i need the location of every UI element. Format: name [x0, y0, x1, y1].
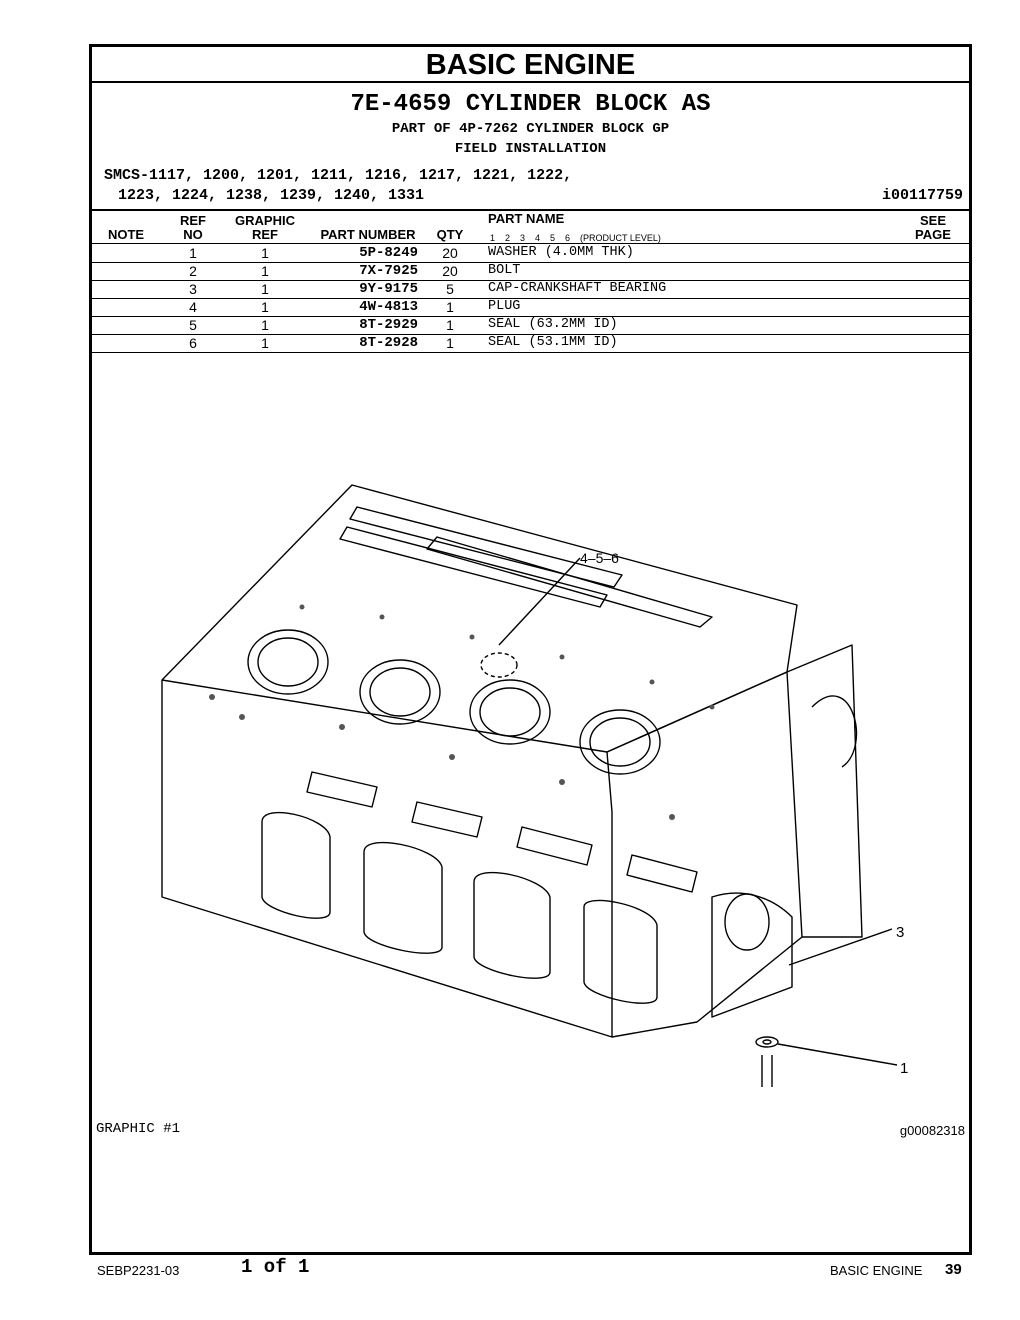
cylinder-bore-2 — [359, 659, 441, 725]
cell-qty: 1 — [446, 299, 454, 315]
graphic-id: g00082318 — [899, 1123, 965, 1138]
subtitle-parent-group: PART OF 4P-7262 CYLINDER BLOCK GP — [391, 121, 670, 137]
cell-part-name: CAP-CRANKSHAFT BEARING — [488, 281, 667, 296]
cell-part-number: 8T-2928 — [359, 335, 418, 351]
cell-ref: 3 — [189, 281, 197, 297]
table-row: 6 1 8T-2928 1 SEAL (53.1MM ID) — [92, 334, 969, 353]
header-part-number: PART NUMBER — [320, 227, 416, 242]
header-see-bottom: PAGE — [915, 227, 951, 242]
table-row: 1 1 5P-8249 20 WASHER (4.0MM THK) — [92, 244, 969, 263]
header-see-top: SEE — [919, 213, 946, 228]
cell-part-name: SEAL (53.1MM ID) — [488, 335, 618, 350]
cell-ref: 2 — [189, 263, 197, 279]
cell-ref: 6 — [189, 335, 197, 351]
crankcase-window-3 — [473, 871, 551, 979]
table-top-rule — [92, 209, 969, 211]
cell-qty: 20 — [442, 245, 458, 261]
table-row: 3 1 9Y-9175 5 CAP-CRANKSHAFT BEARING — [92, 280, 969, 299]
cell-part-number: 9Y-9175 — [359, 281, 418, 297]
leader-line-456 — [498, 557, 581, 646]
smcs-line-2: 1223, 1224, 1238, 1239, 1240, 1331 — [118, 187, 425, 204]
crankcase-window-1 — [261, 811, 331, 919]
cell-graphic: 1 — [261, 335, 269, 351]
illustration-id: i00117759 — [881, 187, 963, 204]
header-graphic-bottom: REF — [252, 227, 278, 242]
leader-line-1 — [777, 1043, 898, 1066]
cell-part-number: 4W-4813 — [359, 299, 418, 315]
cell-part-name: PLUG — [488, 299, 521, 314]
footer-page-number: 39 — [945, 1261, 962, 1278]
bolt-part — [761, 1055, 773, 1087]
footer-section: BASIC ENGINE — [830, 1263, 923, 1278]
cylinder-bore-4 — [579, 709, 661, 775]
cell-part-name: WASHER (4.0MM THK) — [488, 245, 634, 260]
cylinder-bore-1 — [247, 629, 329, 695]
footer-page-of: 1 of 1 — [241, 1256, 310, 1278]
crankcase-window-4 — [583, 899, 658, 1004]
header-ref-top: REF — [180, 213, 206, 228]
cell-graphic: 1 — [261, 263, 269, 279]
header-graphic-top: GRAPHIC — [235, 213, 295, 228]
header-product-level: 1 2 3 4 5 6 (PRODUCT LEVEL) — [490, 233, 661, 243]
cell-graphic: 1 — [261, 299, 269, 315]
cell-part-name: BOLT — [488, 263, 521, 278]
cell-graphic: 1 — [261, 317, 269, 333]
cylinder-bore-3 — [469, 679, 551, 745]
header-part-name: PART NAME — [488, 211, 565, 226]
crankshaft-bearing-cap — [711, 892, 793, 1018]
cell-part-number: 5P-8249 — [359, 245, 418, 261]
cell-graphic: 1 — [261, 281, 269, 297]
table-row: 2 1 7X-7925 20 BOLT — [92, 262, 969, 281]
graphic-label: GRAPHIC #1 — [96, 1121, 181, 1137]
header-note: NOTE — [107, 227, 145, 242]
block-front-face — [606, 671, 803, 1038]
subtitle-installation: FIELD INSTALLATION — [454, 141, 607, 157]
header-ref-bottom: NO — [183, 227, 203, 242]
cylinder-block-drawing: 4–5–6 3 1 2 — [161, 484, 908, 1087]
section-title: BASIC ENGINE — [92, 47, 969, 83]
footer-doc-number: SEBP2231-03 — [97, 1263, 180, 1278]
washer-part — [755, 1036, 779, 1048]
block-top-deck — [161, 484, 798, 753]
callout-3: 3 — [896, 924, 904, 941]
cell-qty: 5 — [446, 281, 454, 297]
table-row: 4 1 4W-4813 1 PLUG — [92, 298, 969, 317]
cell-part-name: SEAL (63.2MM ID) — [488, 317, 618, 332]
page-title: 7E-4659 CYLINDER BLOCK AS — [350, 91, 711, 118]
cell-ref: 5 — [189, 317, 197, 333]
leader-line-3 — [788, 928, 893, 966]
seal-location-hidden — [480, 652, 518, 678]
table-row: 5 1 8T-2929 1 SEAL (63.2MM ID) — [92, 316, 969, 335]
cell-qty: 1 — [446, 317, 454, 333]
cell-qty: 1 — [446, 335, 454, 351]
cell-part-number: 8T-2929 — [359, 317, 418, 333]
smcs-line-1: SMCS-1117, 1200, 1201, 1211, 1216, 1217,… — [104, 167, 573, 184]
cell-qty: 20 — [442, 263, 458, 279]
block-left-face — [161, 680, 613, 1038]
cell-part-number: 7X-7925 — [359, 263, 418, 279]
cell-ref: 1 — [189, 245, 197, 261]
crankcase-window-2 — [363, 841, 443, 954]
page-frame: BASIC ENGINE 7E-4659 CYLINDER BLOCK AS P… — [89, 44, 972, 1255]
header-qty: QTY — [436, 227, 464, 242]
header-bottom-rule — [92, 243, 969, 244]
cell-graphic: 1 — [261, 245, 269, 261]
callout-1: 1 — [900, 1060, 908, 1077]
cell-ref: 4 — [189, 299, 197, 315]
callout-456: 4–5–6 — [580, 550, 619, 566]
